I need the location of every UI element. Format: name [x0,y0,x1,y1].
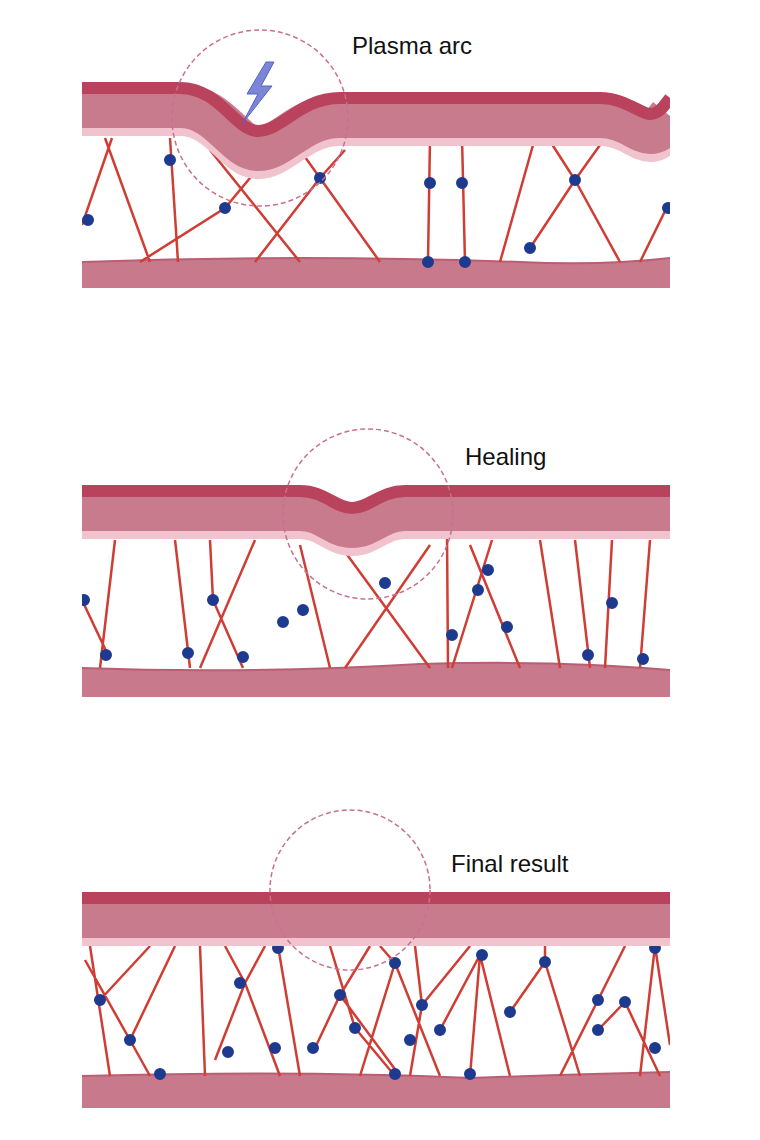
dermis-base-band [82,258,670,288]
dermis-base-band [82,1072,670,1108]
dermis-base-edge [82,258,670,263]
epidermis-top-layer [82,892,670,904]
epidermis-middle-layer [82,509,670,526]
epidermis-lower-layer [82,902,670,946]
panel-label: Plasma arc [352,32,472,61]
focus-circle [283,429,453,599]
epidermis-middle-layer [82,894,670,938]
fibroblast-cells [100,948,655,1074]
plasma-bolt-symbol [242,62,274,124]
focus-circle [270,810,430,970]
fibroblast-cells [88,160,668,262]
focus-circle [172,30,348,206]
dermis-base-edge [82,1072,670,1078]
epidermis-top-layer [82,491,670,508]
dermis-base-edge [82,663,670,670]
dermis-base-band [82,663,670,697]
panel-label: Healing [465,443,546,472]
epidermis-middle-layer [82,106,670,149]
epidermis-top-layer [82,88,670,131]
collagen-fibers [82,138,668,262]
panel-label: Final result [451,850,568,879]
